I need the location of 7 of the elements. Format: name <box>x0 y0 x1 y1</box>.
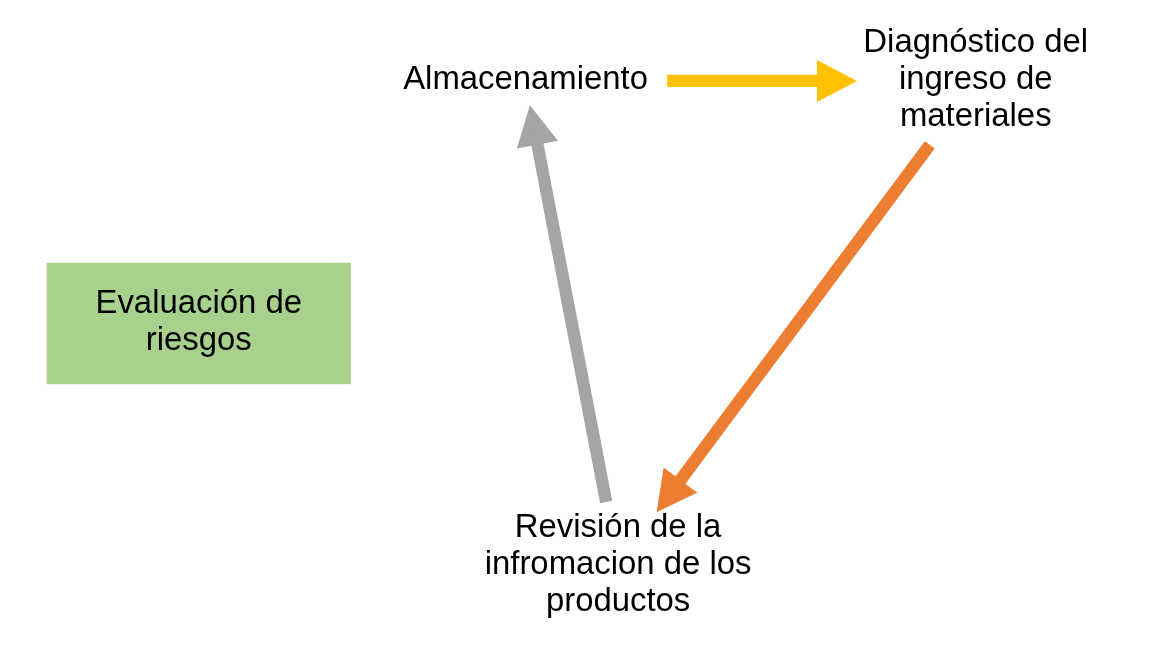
node-text: Revisión de la infromacion de los productos <box>484 506 751 618</box>
arrow <box>666 59 857 102</box>
arrow <box>656 140 935 512</box>
node-text: Almacenamiento <box>402 58 648 96</box>
node-box: Evaluación de riesgos <box>46 262 351 384</box>
node-text: Diagnóstico del ingreso de materiales <box>862 21 1088 133</box>
arrow <box>516 104 612 503</box>
